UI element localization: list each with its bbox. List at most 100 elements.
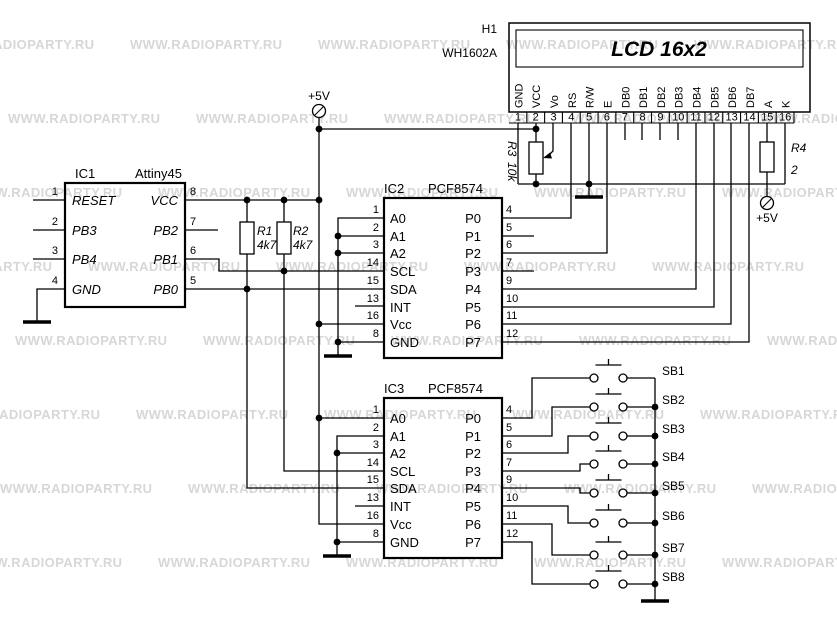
wire-p0-sb1: [502, 377, 590, 419]
ic2-pin-name: GND: [390, 335, 419, 350]
power-terminal-slash: [762, 198, 772, 208]
button-label: SB8: [662, 570, 685, 584]
wire-p2-sb3: [502, 435, 590, 454]
ic2-pin-name: INT: [390, 300, 411, 315]
watermark-text: WWW.RADIOPARTY.RU: [700, 407, 837, 422]
pot-wiper-arrow: [543, 152, 552, 159]
wire-p5-sb6: [502, 505, 590, 524]
ic2-pin-number: 12: [506, 328, 518, 340]
watermark-text: WWW.RADIOPARTY.RU: [158, 555, 311, 570]
lcd-pin-number: 5: [586, 112, 592, 124]
watermark-text: WWW.RADIOPARTY.RU: [130, 37, 283, 52]
watermark-text: WWW.RADIOPARTY.RU: [391, 333, 544, 348]
ic3-pin-number: 5: [506, 422, 512, 434]
watermark-text: WWW.RADIOPARTY.RU: [0, 37, 95, 52]
ic2-pin-name: P4: [465, 282, 481, 297]
ic2-pin-number: 4: [506, 204, 512, 216]
ic3-pin-name: P7: [465, 535, 481, 550]
ic3-pin-number: 9: [506, 474, 512, 486]
ic3-pin-name: P2: [465, 446, 481, 461]
lcd-pin-number: 4: [568, 112, 574, 124]
ic2-pin-number: 5: [506, 222, 512, 234]
ic2-pin-number: 7: [506, 257, 512, 269]
button-contact: [618, 488, 628, 498]
watermark-text: WWW.RADIOPARTY.RU: [384, 111, 537, 126]
lcd-display-window: [515, 29, 804, 68]
wire-p1-sb2: [502, 406, 590, 437]
ic3-pin-name: P3: [465, 464, 481, 479]
wire-db7-p7: [502, 123, 750, 343]
ic1-body: [63, 181, 187, 309]
lcd-pin-name: DB0: [620, 87, 632, 108]
r4-name: R4: [791, 141, 807, 155]
watermark-text: WWW.RADIOPARTY.RU: [0, 555, 123, 570]
ic3-pin-number: 14: [367, 457, 379, 469]
watermark-text: WWW.RADIOPARTY.RU: [572, 111, 725, 126]
lcd-pin-name: VCC: [531, 85, 543, 108]
ic2-part-label: PCF8574: [428, 181, 483, 196]
ic2-pin-name: SDA: [390, 282, 417, 297]
ic2-designator: IC2: [384, 181, 404, 196]
power-terminal-slash: [314, 106, 324, 116]
ic1-pin-number: 4: [52, 275, 58, 287]
watermark-text: WWW.RADIOPARTY.RU: [276, 259, 429, 274]
button-contact: [618, 402, 628, 412]
ic3-part-label: PCF8574: [428, 381, 483, 396]
watermark-text: WWW.RADIOPARTY.RU: [694, 37, 837, 52]
button-contact: [589, 402, 599, 412]
ic2-pin-number: 16: [367, 310, 379, 322]
ic3-pin-number: 6: [506, 439, 512, 451]
watermark-text: WWW.RADIOPARTY.RU: [346, 185, 499, 200]
r3-name: R3: [505, 141, 519, 157]
ic3-pin-name: P5: [465, 499, 481, 514]
button-contact: [589, 518, 599, 528]
resistor-r4-body: [759, 141, 775, 173]
button-label: SB7: [662, 541, 685, 555]
ic2-body: [382, 196, 504, 360]
power-label-top: +5V: [308, 89, 330, 103]
ic2-pin-name: P0: [465, 211, 481, 226]
lcd-pin-number: 1: [515, 112, 521, 124]
button-contact: [589, 373, 599, 383]
ic3-pin-number: 8: [373, 528, 379, 540]
ic2-pin-name: P1: [465, 229, 481, 244]
ic3-pin-number: 16: [367, 510, 379, 522]
lcd-designator: H1: [482, 22, 498, 36]
button-contact: [618, 550, 628, 560]
ic2-pin-name: A2: [390, 246, 406, 261]
button-contact: [589, 579, 599, 589]
ic3-pin-number: 3: [373, 439, 379, 451]
watermark-text: WWW.RADIOPARTY.RU: [760, 111, 837, 126]
ic2-pin-name: P3: [465, 264, 481, 279]
wire-p6-sb7: [502, 523, 590, 556]
wire-db6-p6: [502, 123, 732, 325]
power-terminal-top: [311, 103, 327, 119]
watermark-text: WWW.RADIOPARTY.RU: [203, 333, 356, 348]
lcd-pin-number: 3: [550, 112, 556, 124]
ic3-pin-name: P1: [465, 429, 481, 444]
watermark-text: WWW.RADIOPARTY.RU: [158, 185, 311, 200]
ic3-pin-name: A2: [390, 446, 406, 461]
lcd-pin-number: 15: [761, 112, 773, 124]
junction-dot: [651, 580, 659, 588]
potentiometer-r3-body: [528, 141, 544, 175]
watermark-text: WWW.RADIOPARTY.RU: [579, 333, 732, 348]
watermark-text: WWW.RADIOPARTY.RU: [8, 111, 161, 126]
r1-value: 4k7: [257, 238, 278, 252]
ic2-pin-name: Vcc: [390, 317, 412, 332]
wire-p7-sb8: [502, 541, 590, 585]
junction-dot: [651, 432, 659, 440]
wire-scl-bus: [283, 254, 384, 472]
ic3-pin-name: P0: [465, 411, 481, 426]
lcd-pin-name: DB2: [656, 87, 668, 108]
wire-db4-p4: [502, 123, 697, 290]
ic2-pin-name: P6: [465, 317, 481, 332]
watermark-text: WWW.RADIOPARTY.RU: [722, 185, 837, 200]
lcd-pin-name: DB4: [692, 87, 704, 108]
ic2-pin-number: 8: [373, 328, 379, 340]
lcd-module-body: [508, 22, 811, 113]
watermark-text: WWW.RADIOPARTY.RU: [136, 407, 289, 422]
wire-ic1-gnd: [36, 288, 65, 322]
generated-labels: 1RESET2PB33PB44GND8VCC7PB26PB15PB01A02A1…: [52, 84, 795, 589]
